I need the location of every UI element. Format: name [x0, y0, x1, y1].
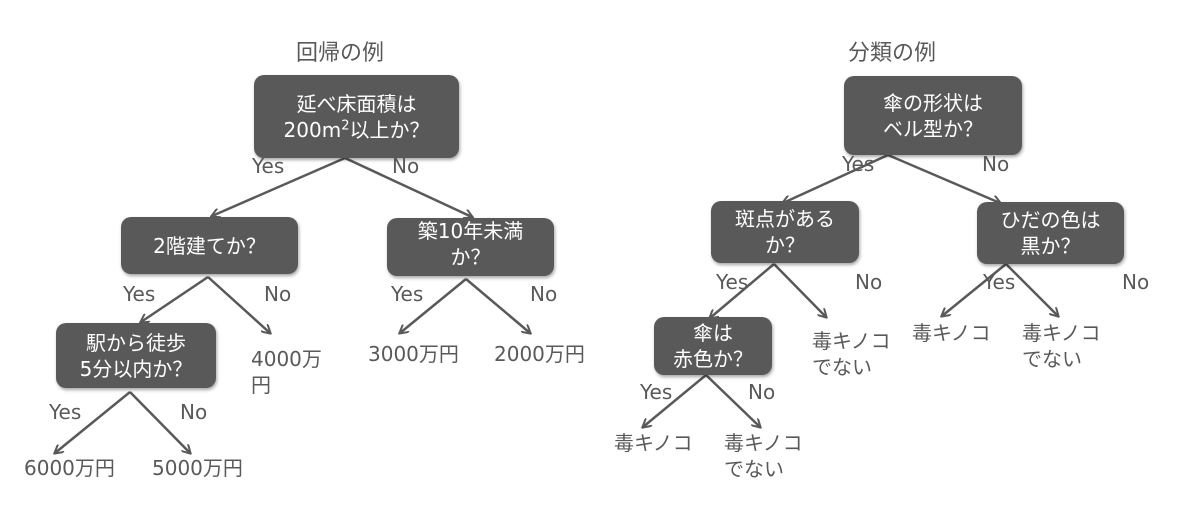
leaf-2000: 2000万円: [494, 342, 585, 366]
edge-age-yes: [400, 278, 467, 333]
leaf-text: 毒キノコ: [1022, 321, 1101, 345]
edge-label-no: No: [392, 154, 420, 178]
leaf-3000: 3000万円: [368, 342, 459, 366]
edge-croot-yes: [783, 153, 889, 203]
leaf-poisonous: 毒キノコ: [614, 431, 693, 455]
node-text: ひだの色は: [1000, 208, 1101, 232]
node-text: 築10年未満: [417, 219, 524, 243]
node-text: 駅から徒歩: [86, 330, 186, 355]
edge-label-yes: Yes: [983, 270, 1016, 294]
classification-title: 分類の例: [848, 41, 937, 66]
edge-station-no: [129, 391, 190, 453]
edge-age-no: [465, 278, 530, 333]
node-building-age: 築10年未満 か？: [387, 218, 554, 276]
edge-label-yes: Yes: [842, 152, 875, 176]
edge-root-no: [344, 156, 472, 217]
node-text: 200m2以上か？: [283, 117, 430, 142]
node-floor-area: 延べ床面積は 200m2以上か？: [254, 75, 459, 158]
node-text: ベル型か？: [883, 116, 983, 141]
edge-floors-no: [207, 276, 270, 333]
node-text: 傘の形状は: [883, 90, 983, 115]
edge-label-no: No: [530, 282, 558, 306]
leaf-text: でない: [812, 355, 872, 379]
leaf-text: 円: [251, 373, 271, 397]
leaf-text: 毒キノコ: [812, 329, 891, 353]
leaf-text: でない: [1022, 347, 1082, 371]
node-text: 2階建てか？: [153, 233, 266, 258]
node-gill-color: ひだの色は 黒か？: [977, 202, 1124, 264]
edge-label-yes: Yes: [716, 270, 749, 294]
edge-gills-yes: [942, 263, 1007, 316]
node-cap-shape: 傘の形状は ベル型か？: [844, 76, 1022, 155]
leaf-not-poisonous: 毒キノコ でない: [812, 328, 891, 380]
node-text: 延べ床面積は: [296, 91, 417, 116]
edge-red-yes: [643, 374, 707, 427]
edge-label-yes: Yes: [49, 400, 82, 424]
edge-label-no: No: [982, 152, 1010, 176]
edge-label-no: No: [855, 270, 883, 294]
edge-label-no: No: [1122, 270, 1150, 294]
edge-croot-no: [887, 153, 1000, 203]
leaf-text: でない: [724, 457, 784, 481]
edge-spots-no: [773, 263, 826, 317]
node-text: 5分以内か？: [79, 356, 193, 381]
edge-gills-no: [1005, 263, 1058, 316]
edge-label-yes: Yes: [391, 282, 424, 306]
node-text: 赤色か？: [673, 347, 753, 371]
node-station-walk: 駅から徒歩 5分以内か？: [56, 323, 216, 388]
node-two-floors: 2階建てか？: [121, 217, 298, 274]
node-text: か？: [450, 245, 491, 269]
leaf-not-poisonous: 毒キノコ でない: [1022, 320, 1101, 372]
edge-station-yes: [55, 391, 131, 453]
node-spots: 斑点がある か？: [711, 201, 859, 263]
regression-title: 回帰の例: [296, 41, 385, 66]
edge-label-no: No: [748, 380, 776, 404]
node-text: 傘は: [693, 321, 733, 345]
edge-red-no: [705, 374, 760, 427]
edge-label-no: No: [264, 282, 292, 306]
leaf-not-poisonous: 毒キノコ でない: [724, 430, 803, 482]
edge-label-yes: Yes: [640, 380, 673, 404]
leaf-poisonous: 毒キノコ: [912, 321, 991, 345]
edge-label-yes: Yes: [123, 282, 156, 306]
edge-spots-yes: [710, 263, 775, 318]
leaf-5000: 5000万円: [152, 456, 243, 480]
edge-label-yes: Yes: [252, 154, 285, 178]
node-text: 斑点がある: [735, 207, 835, 231]
leaf-text: 4000万: [251, 347, 322, 371]
edge-label-no: No: [180, 400, 208, 424]
node-text: か？: [765, 233, 805, 257]
leaf-text: 毒キノコ: [724, 431, 803, 455]
node-text: 黒か？: [1020, 234, 1081, 258]
edge-floors-yes: [141, 275, 209, 322]
leaf-6000: 6000万円: [24, 456, 115, 480]
edge-root-yes: [212, 156, 346, 216]
node-cap-red: 傘は 赤色か？: [654, 317, 772, 375]
leaf-4000: 4000万 円: [251, 346, 322, 398]
